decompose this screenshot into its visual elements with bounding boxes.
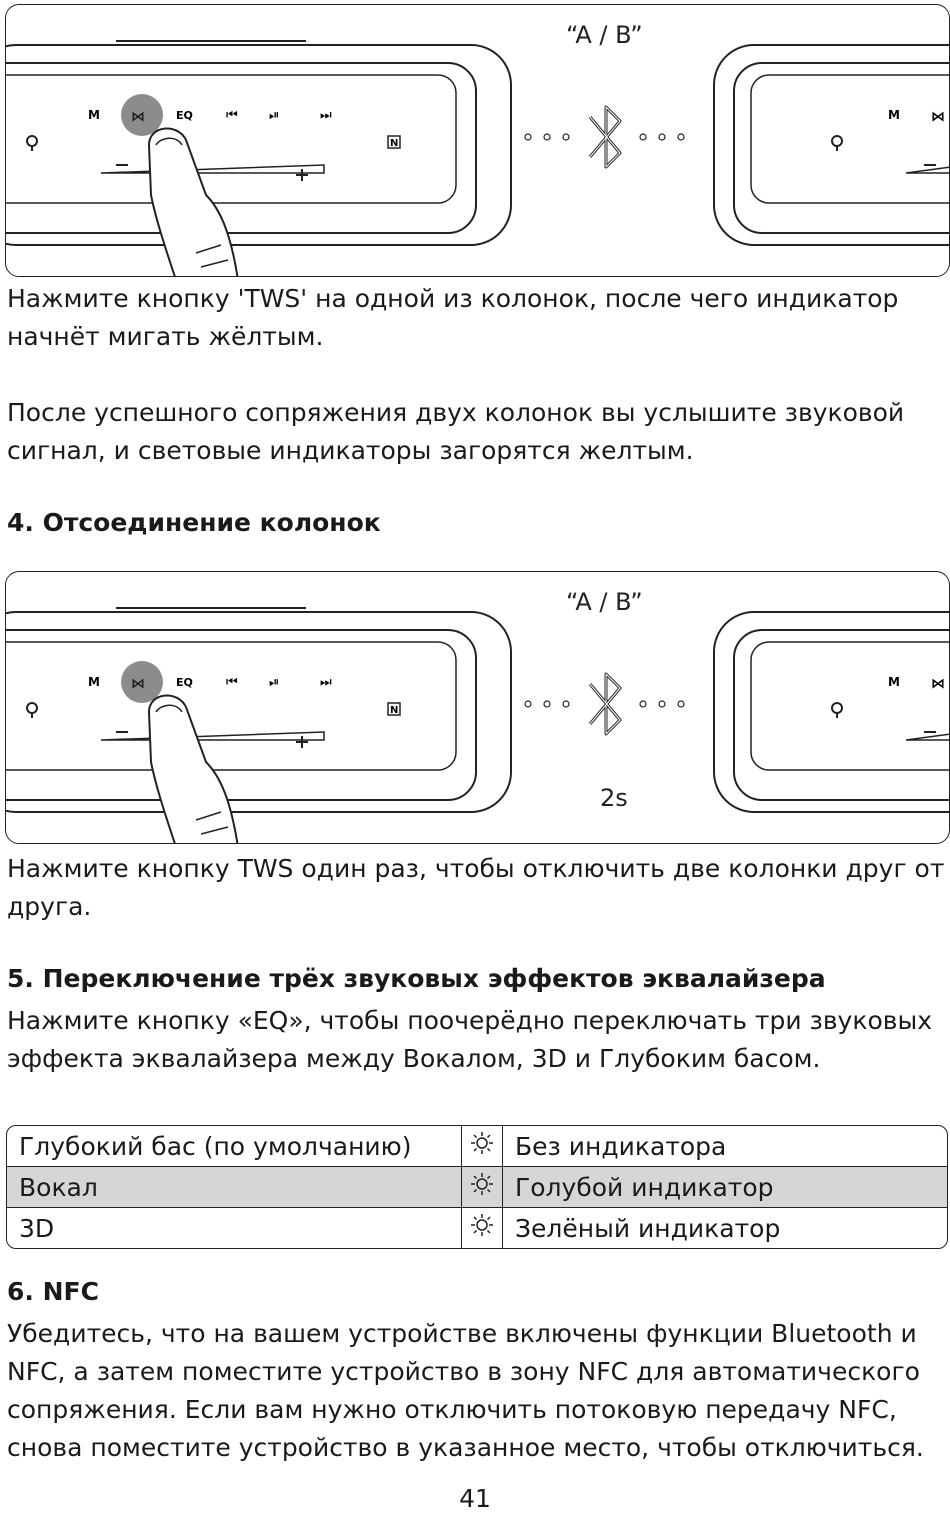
- eq-icon: EQ: [176, 676, 193, 689]
- mode-icon: M: [88, 675, 100, 689]
- mode-icon: M: [888, 108, 900, 122]
- indicator-cell: Голубой индикатор: [503, 1167, 947, 1208]
- disconnect-figure: M ⋈ EQ ⏮ ⏯ ⏭ N M ⋈ “A / B” 2s: [5, 571, 950, 844]
- page-number: 41: [459, 1484, 491, 1513]
- eq-instruction: Нажмите кнопку «EQ», чтобы поочерёдно пе…: [7, 1006, 933, 1073]
- table-row: Вокал Голубой индикатор: [7, 1167, 947, 1208]
- disconnect-heading: 4. Отсоединение колонок: [7, 508, 381, 537]
- nfc-icon: [387, 702, 401, 716]
- pairing-figure: M ⋈ EQ ⏮ ⏯ ⏭ N M ⋈: [5, 4, 950, 277]
- finger-illustration: [147, 127, 239, 276]
- prev-icon: ⏮: [226, 108, 238, 123]
- tws-button-highlight: [121, 94, 163, 136]
- volume-slider: [100, 164, 325, 174]
- eq-mode-cell: Глубокий бас (по умолчанию): [7, 1126, 461, 1167]
- eq-modes-table: Глубокий бас (по умолчанию) Без индикато…: [6, 1125, 948, 1249]
- eq-icon: EQ: [176, 109, 193, 122]
- hold-duration: 2s: [600, 784, 628, 812]
- mic-icon: [831, 135, 843, 147]
- tws-icon: ⋈: [931, 109, 945, 125]
- mode-icon: M: [888, 675, 900, 689]
- speaker-label: “A / B”: [566, 588, 643, 616]
- light-icon: [461, 1167, 503, 1208]
- light-icon: [461, 1126, 503, 1167]
- finger-illustration: [147, 694, 239, 843]
- eq-mode-cell: 3D: [19, 1213, 55, 1243]
- pairing-success-text: После успешного сопряжения двух колонок …: [7, 398, 905, 465]
- speakers-illustration: M ⋈ EQ ⏮ ⏯ ⏭ N M ⋈: [6, 607, 949, 843]
- svg-text:N: N: [390, 705, 398, 716]
- mic-icon: [26, 702, 38, 714]
- nfc-instruction: Убедитесь, что на вашем устройстве включ…: [7, 1319, 924, 1462]
- tws-icon: ⋈: [131, 109, 145, 125]
- table-row: Глубокий бас (по умолчанию) Без индикато…: [7, 1126, 947, 1167]
- play-pause-icon: ⏯: [269, 675, 279, 690]
- pairing-instruction: Нажмите кнопку 'TWS' на одной из колонок…: [7, 284, 899, 351]
- disconnect-instruction: Нажмите кнопку TWS один раз, чтобы отклю…: [7, 854, 945, 921]
- tws-icon: ⋈: [931, 676, 945, 692]
- prev-icon: ⏮: [226, 675, 238, 690]
- light-icon: [461, 1208, 503, 1248]
- indicator-cell: Зелёный индикатор: [515, 1213, 781, 1243]
- speaker-label: “A / B”: [566, 21, 643, 49]
- eq-heading: 5. Переключение трёх звуковых эффектов э…: [7, 964, 826, 993]
- nfc-icon: [387, 135, 401, 149]
- tws-button-highlight: [121, 661, 163, 703]
- speakers-illustration: M ⋈ EQ ⏮ ⏯ ⏭ N M ⋈: [6, 40, 949, 276]
- indicator-cell: Без индикатора: [503, 1126, 947, 1167]
- table-row: 3D Зелёный индикатор: [7, 1208, 947, 1248]
- play-pause-icon: ⏯: [269, 108, 279, 123]
- mic-icon: [26, 135, 38, 147]
- eq-mode-cell: Вокал: [7, 1167, 461, 1208]
- next-icon: ⏭: [320, 108, 332, 123]
- nfc-heading: 6. NFC: [7, 1277, 99, 1306]
- svg-text:N: N: [390, 138, 398, 149]
- tws-icon: ⋈: [131, 676, 145, 692]
- next-icon: ⏭: [320, 675, 332, 690]
- volume-slider: [100, 731, 325, 741]
- mic-icon: [831, 702, 843, 714]
- mode-icon: M: [88, 108, 100, 122]
